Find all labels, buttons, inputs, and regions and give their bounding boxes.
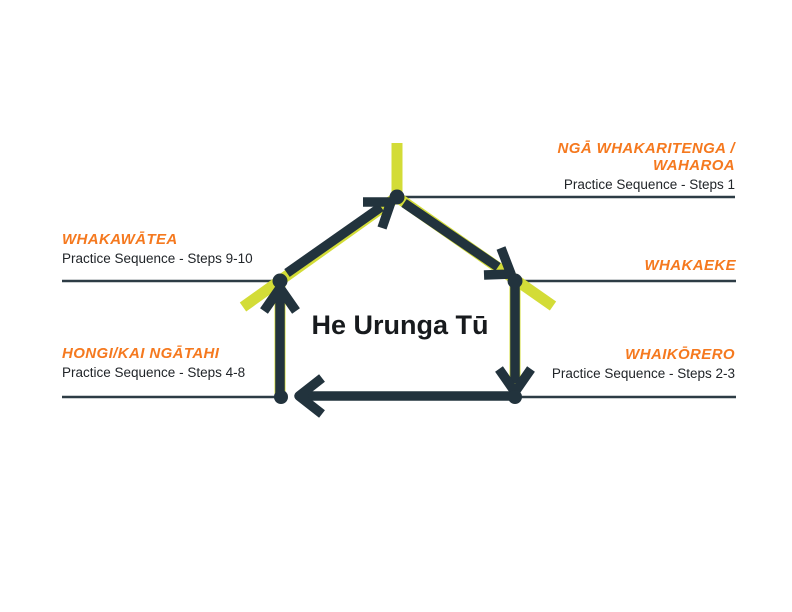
arrow-roof-right-head (483, 246, 516, 280)
station-label: NGĀ WHAKARITENGA / WAHAROA (557, 140, 735, 174)
station-nga-whakaritenga-waharoa: NGĀ WHAKARITENGA / WAHAROA Practice Sequ… (549, 140, 735, 193)
station-label: WHAIKŌRERO (625, 346, 735, 363)
station-detail: Practice Sequence - Steps 2-3 (551, 365, 735, 381)
station-hongi-kai-ngatahi: HONGI/KAI NGĀTAHI Practice Sequence - St… (62, 345, 246, 382)
node-dot-left-eave (272, 273, 288, 289)
station-whakaeke: WHAKAEKE (644, 257, 736, 277)
flow-arrows (260, 197, 535, 418)
station-label: WHAKAEKE (644, 257, 736, 274)
arrow-roof-left-shaft (284, 203, 384, 277)
station-detail: Practice Sequence - Steps 9-10 (62, 250, 253, 266)
connector-lines (62, 195, 736, 399)
station-whaikorero: WHAIKŌRERO Practice Sequence - Steps 2-3 (551, 346, 735, 383)
station-detail: Practice Sequence - Steps 4-8 (62, 364, 246, 380)
station-detail: Practice Sequence - Steps 1 (563, 176, 735, 192)
arrow-floor-head (294, 374, 325, 418)
node-dot-bottom-left (274, 390, 288, 404)
arrow-roof-right-shaft (401, 199, 501, 271)
node-dots (272, 189, 523, 404)
node-dot-right-eave (507, 273, 523, 289)
station-whakawatea: WHAKAWĀTEA Practice Sequence - Steps 9-1… (62, 231, 253, 268)
station-label: WHAKAWĀTEA (62, 231, 178, 248)
node-dot-bottom-right (508, 390, 522, 404)
arrow-roof-left-head (363, 197, 396, 230)
station-label: HONGI/KAI NGĀTAHI (62, 345, 220, 362)
node-dot-apex (389, 189, 405, 205)
diagram-title: He Urunga Tū (311, 310, 489, 340)
